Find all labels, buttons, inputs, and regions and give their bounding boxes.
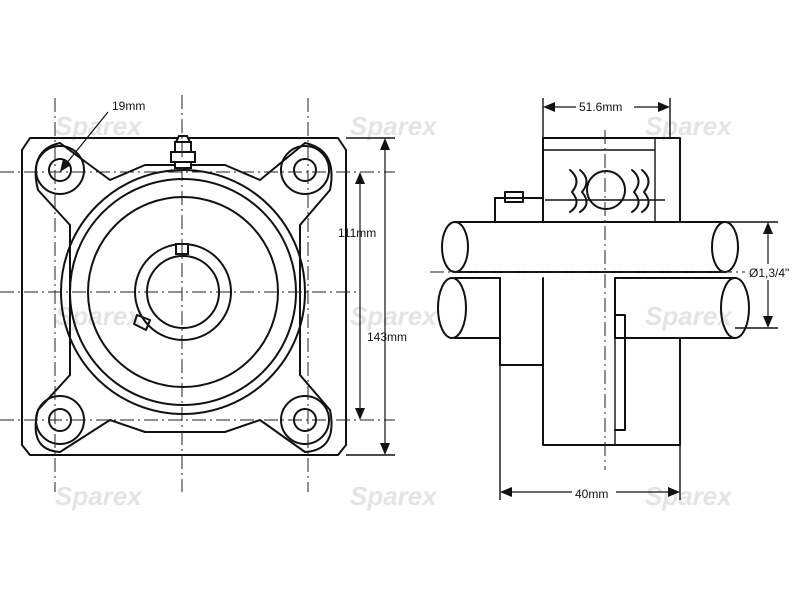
base-width-label: 40mm bbox=[575, 487, 608, 501]
seal-left bbox=[569, 169, 578, 213]
bolt-hole-top-right bbox=[293, 158, 317, 182]
bolt-boss-top-right bbox=[280, 145, 330, 195]
shaft-lower-end-right bbox=[720, 277, 750, 339]
seal-right-inner bbox=[641, 169, 650, 213]
watermark: Sparex bbox=[55, 301, 143, 331]
watermark: Sparex bbox=[350, 301, 438, 331]
dimension-bore-diameter: Ø1,3/4" bbox=[725, 221, 798, 329]
bolt-spacing-label: 111mm bbox=[338, 226, 376, 240]
bore-diameter-label: Ø1,3/4" bbox=[749, 266, 789, 280]
dimension-housing-size: 143mm bbox=[346, 137, 407, 456]
seal-right bbox=[631, 169, 640, 213]
housing-slot bbox=[614, 314, 626, 431]
shaft-end-right bbox=[711, 221, 739, 273]
flange-plate bbox=[34, 142, 333, 453]
bearing-width-label: 51.6mm bbox=[579, 100, 622, 114]
set-screw bbox=[504, 191, 524, 203]
watermark: Sparex bbox=[55, 481, 143, 511]
watermark: Sparex bbox=[645, 481, 733, 511]
watermark: Sparex bbox=[350, 481, 438, 511]
dimension-bolt-spacing: 111mm bbox=[338, 172, 376, 420]
watermark: Sparex bbox=[350, 111, 438, 141]
watermark-layer: Sparex Sparex Sparex Sparex Sparex Spare… bbox=[55, 111, 733, 511]
bolt-hole-label: 19mm bbox=[112, 99, 145, 113]
watermark: Sparex bbox=[645, 301, 733, 331]
shaft-upper bbox=[454, 221, 726, 273]
bolt-holes bbox=[35, 145, 330, 445]
dimension-bearing-width: 51.6mm bbox=[542, 98, 671, 138]
dimension-bolt-hole: 19mm bbox=[60, 99, 145, 172]
side-view: 51.6mm Ø1,3/4" 40mm bbox=[430, 98, 798, 501]
bearing-ball bbox=[586, 170, 626, 210]
grub-screw bbox=[133, 314, 151, 331]
watermark: Sparex bbox=[55, 111, 143, 141]
bolt-hole-top-left bbox=[48, 158, 72, 182]
seal-left-inner bbox=[579, 169, 588, 213]
shaft-lower-end-left bbox=[437, 277, 467, 339]
shaft-end-left bbox=[441, 221, 469, 273]
housing-outline bbox=[21, 137, 347, 456]
watermark: Sparex bbox=[645, 111, 733, 141]
housing-size-label: 143mm bbox=[367, 330, 407, 344]
dimension-base-width: 40mm bbox=[499, 365, 681, 501]
bolt-boss-bottom-right bbox=[280, 395, 330, 445]
bolt-boss-top-left bbox=[35, 145, 85, 195]
grease-nipple bbox=[170, 135, 196, 169]
front-view: 19mm 111mm 143mm bbox=[0, 95, 407, 492]
shaft-lower bbox=[454, 277, 736, 339]
